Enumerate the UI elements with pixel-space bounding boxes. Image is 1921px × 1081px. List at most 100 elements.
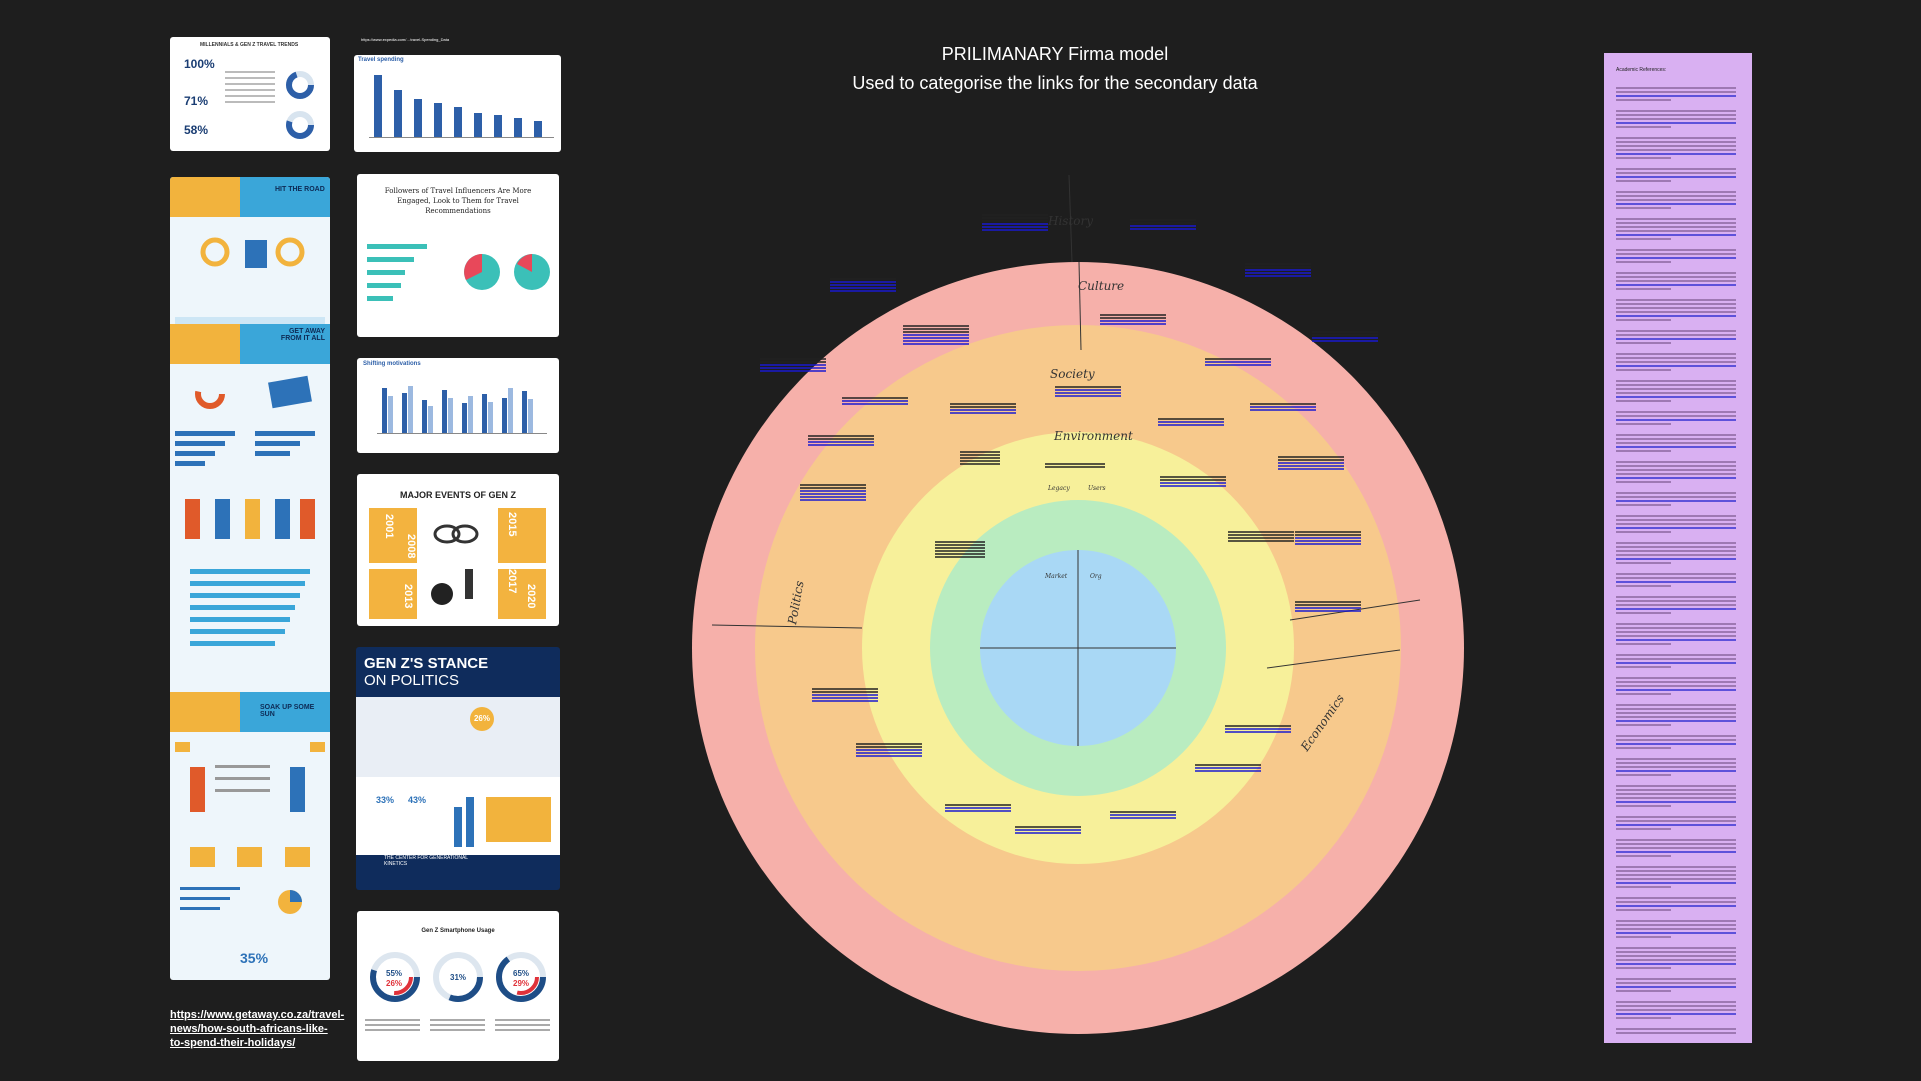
reference-line (1616, 766, 1736, 768)
annotation-history-left[interactable] (830, 277, 896, 293)
reference-line (1616, 662, 1736, 664)
academic-references-panel[interactable]: Academic References: (1604, 53, 1752, 1043)
annotation-core-center[interactable] (1045, 462, 1105, 469)
annotation-culture-5[interactable] (1205, 357, 1271, 367)
annotation-politics-upper[interactable] (760, 357, 826, 373)
annotation-economics-2[interactable] (1278, 455, 1344, 471)
references-heading: Academic References: (1616, 67, 1667, 73)
annotation-bottom-3[interactable] (945, 803, 1011, 813)
spending-source-url[interactable]: https://www.expedia.com/…travel-Spending… (361, 37, 450, 42)
annotation-society-2[interactable] (1055, 385, 1121, 398)
politics-footer: THE CENTER FOR GENERATIONAL KINETICS (384, 855, 484, 867)
reference-line (1616, 797, 1736, 799)
travel-trends-stat-1: 100% (184, 57, 215, 71)
annotation-bottom-5[interactable] (1110, 810, 1176, 820)
reference-line (1616, 936, 1671, 938)
annotation-environment-1[interactable] (960, 450, 1000, 466)
annotation-bottom-6[interactable] (1195, 763, 1261, 773)
travel-influencers-card[interactable]: Followers of Travel Influencers Are More… (357, 174, 559, 337)
gen-z-smartphone-usage-card[interactable]: Gen Z Smartphone Usage 55% 26% 31% 65% 2… (357, 911, 559, 1061)
annotation-environment-4[interactable] (1228, 530, 1294, 543)
reference-line (1616, 95, 1736, 97)
reference-line (1616, 820, 1736, 822)
annotation-culture-3[interactable] (1245, 262, 1311, 278)
reference-line (1616, 704, 1736, 706)
reference-line (1616, 99, 1671, 101)
annotation-culture-4[interactable] (1312, 330, 1378, 343)
shifting-motivations-heading: Shifting motivations (363, 361, 421, 367)
reference-line (1616, 886, 1671, 888)
reference-line (1616, 261, 1671, 263)
annotation-society-3[interactable] (1158, 417, 1224, 427)
reference-line (1616, 396, 1736, 398)
travel-trends-stat-2: 71% (184, 94, 209, 108)
south-africa-holidays-infographic[interactable]: HIT THE ROAD GET AWAY FROM IT ALL SOAK U… (170, 177, 330, 980)
reference-line (1616, 735, 1736, 737)
major-events-title: MAJOR EVENTS OF GEN Z (399, 490, 516, 500)
reference-line (1616, 319, 1671, 321)
annotation-history-top-right[interactable] (1130, 218, 1196, 231)
annotation-economics-4[interactable] (1295, 600, 1361, 613)
reference-line (1616, 990, 1671, 992)
travel-influencers-title: Followers of Travel Influencers Are More… (384, 187, 532, 215)
reference-line (1616, 137, 1736, 139)
annotation-culture-2[interactable] (1100, 313, 1166, 326)
annotation-politics-mid[interactable] (800, 483, 866, 502)
reference-line (1616, 770, 1736, 772)
reference-line (1616, 249, 1736, 251)
reference-line (1616, 577, 1736, 579)
travel-spending-chart-card[interactable]: Travel spending (354, 55, 561, 152)
reference-line (1616, 596, 1736, 598)
reference-line (1616, 450, 1671, 452)
reference-line (1616, 747, 1671, 749)
reference-line (1616, 743, 1736, 745)
reference-line (1616, 207, 1671, 209)
reference-line (1616, 527, 1736, 529)
annotation-bottom-4[interactable] (1015, 825, 1081, 835)
reference-line (1616, 477, 1736, 479)
shifting-motivations-card[interactable]: Shifting motivations (357, 358, 559, 453)
annotation-bottom-1[interactable] (812, 687, 878, 703)
reference-line (1616, 689, 1736, 691)
reference-line (1616, 473, 1736, 475)
gen-z-politics-card[interactable]: GEN Z'S STANCE ON POLITICS 26% 33% 43% T… (356, 647, 560, 890)
infographic-section-3-graphics (175, 742, 325, 914)
label-users: Users (1088, 485, 1106, 492)
annotation-culture-1[interactable] (903, 324, 969, 346)
reference-line (1616, 839, 1736, 841)
infographic-section-soak-up-sun: SOAK UP SOME SUN (260, 704, 315, 718)
politics-title-1: GEN Z'S STANCE (364, 655, 489, 672)
major-events-gen-z-card[interactable]: MAJOR EVENTS OF GEN Z 2001 2008 2013 201… (357, 474, 559, 626)
reference-line (1616, 639, 1736, 641)
reference-line (1616, 1009, 1736, 1011)
reference-line (1616, 388, 1736, 390)
annotation-history-top-left[interactable] (982, 213, 1048, 232)
reference-line (1616, 110, 1736, 112)
annotation-culture-7[interactable] (808, 434, 874, 447)
reference-line (1616, 334, 1736, 336)
annotation-bottom-7[interactable] (1225, 724, 1291, 734)
politics-title-2: ON POLITICS (364, 672, 460, 689)
politics-stat-1: 26% (470, 707, 494, 731)
reference-line (1616, 157, 1671, 159)
travel-trends-card[interactable]: MILLENNIALS & GEN Z TRAVEL TRENDS 100% 7… (170, 37, 330, 151)
annotation-society-1[interactable] (950, 402, 1016, 415)
annotation-economics-1[interactable] (1250, 402, 1316, 412)
reference-line (1616, 681, 1736, 683)
annotation-culture-6[interactable] (842, 396, 908, 406)
reference-line (1616, 801, 1736, 803)
annotation-environment-2[interactable] (935, 540, 985, 559)
reference-line (1616, 851, 1736, 853)
annotation-environment-3[interactable] (1160, 475, 1226, 488)
getaway-source-link[interactable]: https://www.getaway.co.za/travel-news/ho… (170, 1009, 345, 1049)
reference-line (1616, 469, 1736, 471)
reference-line (1616, 785, 1736, 787)
reference-line (1616, 627, 1736, 629)
reference-line (1616, 492, 1736, 494)
reference-line (1616, 257, 1736, 259)
annotation-economics-3[interactable] (1295, 530, 1361, 546)
annotation-bottom-2[interactable] (856, 742, 922, 758)
reference-line (1616, 677, 1736, 679)
reference-line (1616, 573, 1736, 575)
